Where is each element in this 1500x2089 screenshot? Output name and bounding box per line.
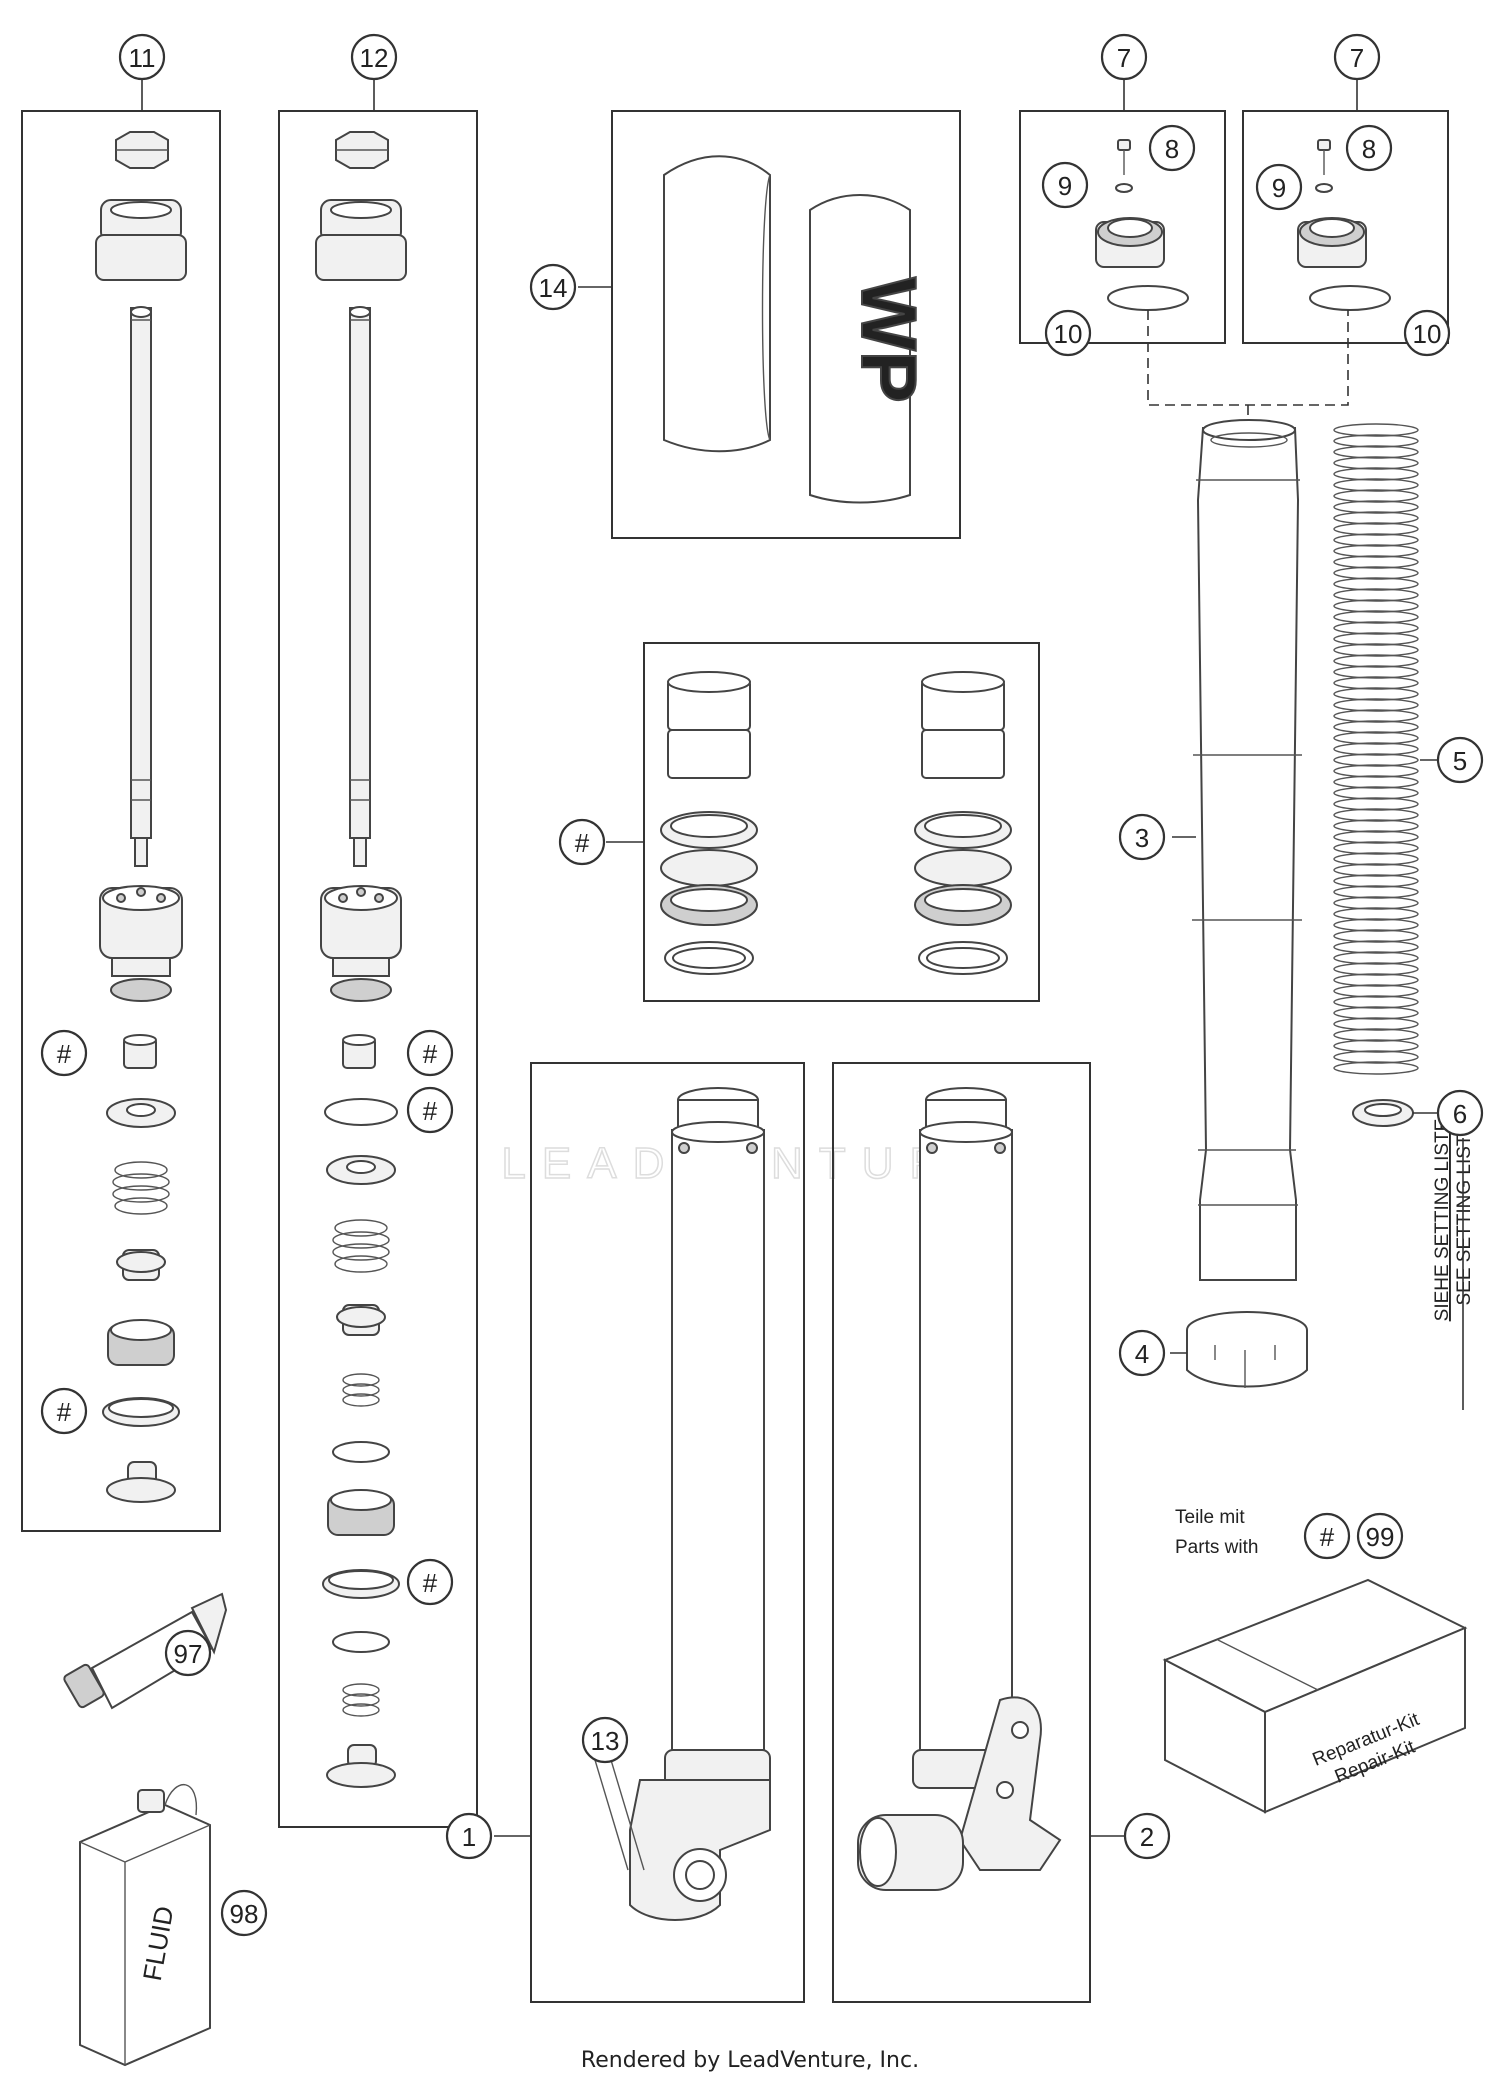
callout-3[interactable]: 3 <box>1118 813 1166 861</box>
callout-label: 3 <box>1135 823 1149 853</box>
callout-label: # <box>423 1096 438 1126</box>
callout-99[interactable]: 99 <box>1356 1512 1404 1560</box>
callout-10[interactable]: 10 <box>1403 309 1451 357</box>
setting-note-de: SIEHE SETTING LISTE <box>1432 1119 1453 1322</box>
outer-tube-3 <box>1172 419 1302 1281</box>
cartridge-assembly-12 <box>278 76 478 1828</box>
callout-10[interactable]: 10 <box>1044 309 1092 357</box>
callout-label: 8 <box>1362 134 1376 164</box>
callout-4[interactable]: 4 <box>1118 1329 1166 1377</box>
callout-hash-h5[interactable]: # <box>40 1387 88 1435</box>
callout-9[interactable]: 9 <box>1041 161 1089 209</box>
callout-13[interactable]: 13 <box>581 1716 629 1764</box>
callout-label: 10 <box>1054 319 1083 349</box>
callout-label: 10 <box>1413 319 1442 349</box>
fork-cap-assembly-7b <box>1242 76 1449 344</box>
kit-note-de: Teile mit <box>1175 1507 1245 1528</box>
fork-leg-assembly-2 <box>832 1062 1124 2003</box>
fork-guard-set-14: WP <box>578 110 961 539</box>
callout-label: # <box>423 1568 438 1598</box>
repair-kit-99: Teile mit Parts with Reparatur-Kit Repai… <box>1162 1507 1468 1814</box>
callout-label: 6 <box>1453 1099 1467 1129</box>
callout-label: 7 <box>1117 43 1131 73</box>
callout-12[interactable]: 12 <box>350 33 398 81</box>
spring-retainer-6 <box>1352 1099 1440 1127</box>
group-box-2 <box>832 1062 1091 2003</box>
callout-label: 14 <box>539 273 568 303</box>
callout-2[interactable]: 2 <box>1123 1812 1171 1860</box>
fork-leg-assembly-1 <box>494 1062 805 2003</box>
snap-ring-4 <box>1170 1311 1308 1388</box>
fork-spring-5 <box>1333 423 1419 1075</box>
cartridge-assembly-11 <box>21 76 221 1532</box>
setting-note-en: SEE SETTING LIST <box>1454 1134 1475 1305</box>
footer-credit: Rendered by LeadVenture, Inc. <box>580 2048 920 2073</box>
callout-label: 13 <box>591 1726 620 1756</box>
callout-label: 99 <box>1366 1522 1395 1552</box>
callout-98[interactable]: 98 <box>220 1889 268 1937</box>
callout-label: 97 <box>174 1639 203 1669</box>
callout-label: # <box>575 828 590 858</box>
group-box-12 <box>278 110 478 1828</box>
callout-97[interactable]: 97 <box>164 1629 212 1677</box>
group-box-1 <box>530 1062 805 2003</box>
callout-label: 2 <box>1140 1822 1154 1852</box>
callout-label: # <box>1320 1522 1335 1552</box>
callout-label: 9 <box>1272 173 1286 203</box>
guard-logo: WP <box>845 277 933 403</box>
callout-label: 5 <box>1453 746 1467 776</box>
callout-label: 8 <box>1165 134 1179 164</box>
fork-cap-assembly-7a <box>1019 76 1226 344</box>
callout-label: 4 <box>1135 1339 1149 1369</box>
callout-label: 98 <box>230 1899 259 1929</box>
callout-label: # <box>57 1039 72 1069</box>
callout-label: 1 <box>462 1822 476 1852</box>
callout-label: 9 <box>1058 171 1072 201</box>
callout-7[interactable]: 7 <box>1333 33 1381 81</box>
callout-8[interactable]: 8 <box>1345 124 1393 172</box>
group-box-11 <box>21 110 221 1532</box>
callout-8[interactable]: 8 <box>1148 124 1196 172</box>
callout-6[interactable]: 6 <box>1436 1089 1484 1137</box>
kit-note-en: Parts with <box>1175 1537 1258 1558</box>
callout-label: 12 <box>360 43 389 73</box>
callout-hash-h7[interactable]: # <box>1303 1512 1351 1560</box>
callout-5[interactable]: 5 <box>1436 736 1484 784</box>
callout-label: # <box>57 1397 72 1427</box>
callout-11[interactable]: 11 <box>118 33 166 81</box>
callout-14[interactable]: 14 <box>529 263 577 311</box>
group-box-7a <box>1019 110 1226 344</box>
callout-1[interactable]: 1 <box>445 1812 493 1860</box>
setting-list-note: SIEHE SETTING LISTE SEE SETTING LIST <box>1432 1119 1475 1322</box>
callout-hash-h3[interactable]: # <box>406 1029 454 1077</box>
callout-label: 11 <box>129 43 156 73</box>
group-box-7b <box>1242 110 1449 344</box>
seal-bushing-set <box>606 642 1040 1002</box>
callout-7[interactable]: 7 <box>1100 33 1148 81</box>
callout-hash-h4[interactable]: # <box>406 1086 454 1134</box>
callout-label: # <box>423 1039 438 1069</box>
callout-label: 7 <box>1350 43 1364 73</box>
group-box-14 <box>611 110 961 539</box>
group-box-seals <box>643 642 1040 1002</box>
callout-9[interactable]: 9 <box>1255 163 1303 211</box>
callout-hash-h2[interactable]: # <box>40 1029 88 1077</box>
callout-hash-h6[interactable]: # <box>406 1558 454 1606</box>
callout-hash-h1[interactable]: # <box>558 818 606 866</box>
fork-fluid-can-98: FLUID <box>79 1784 211 2067</box>
